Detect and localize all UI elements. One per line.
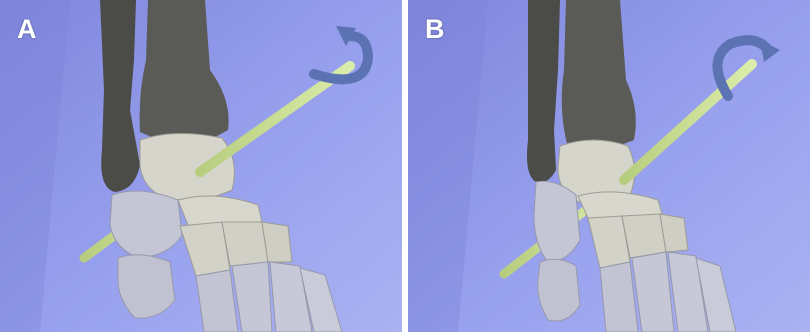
panel-label-b: B (425, 16, 445, 43)
panel-b: B (408, 0, 810, 332)
panel-a: A (0, 0, 402, 332)
talus (140, 133, 234, 200)
calcaneus (534, 181, 580, 262)
metatarsal (196, 270, 238, 332)
panel-label-a: A (17, 16, 37, 43)
fibula (527, 0, 560, 183)
ankle-illustration-b (408, 0, 810, 332)
ankle-illustration-a (0, 0, 402, 332)
